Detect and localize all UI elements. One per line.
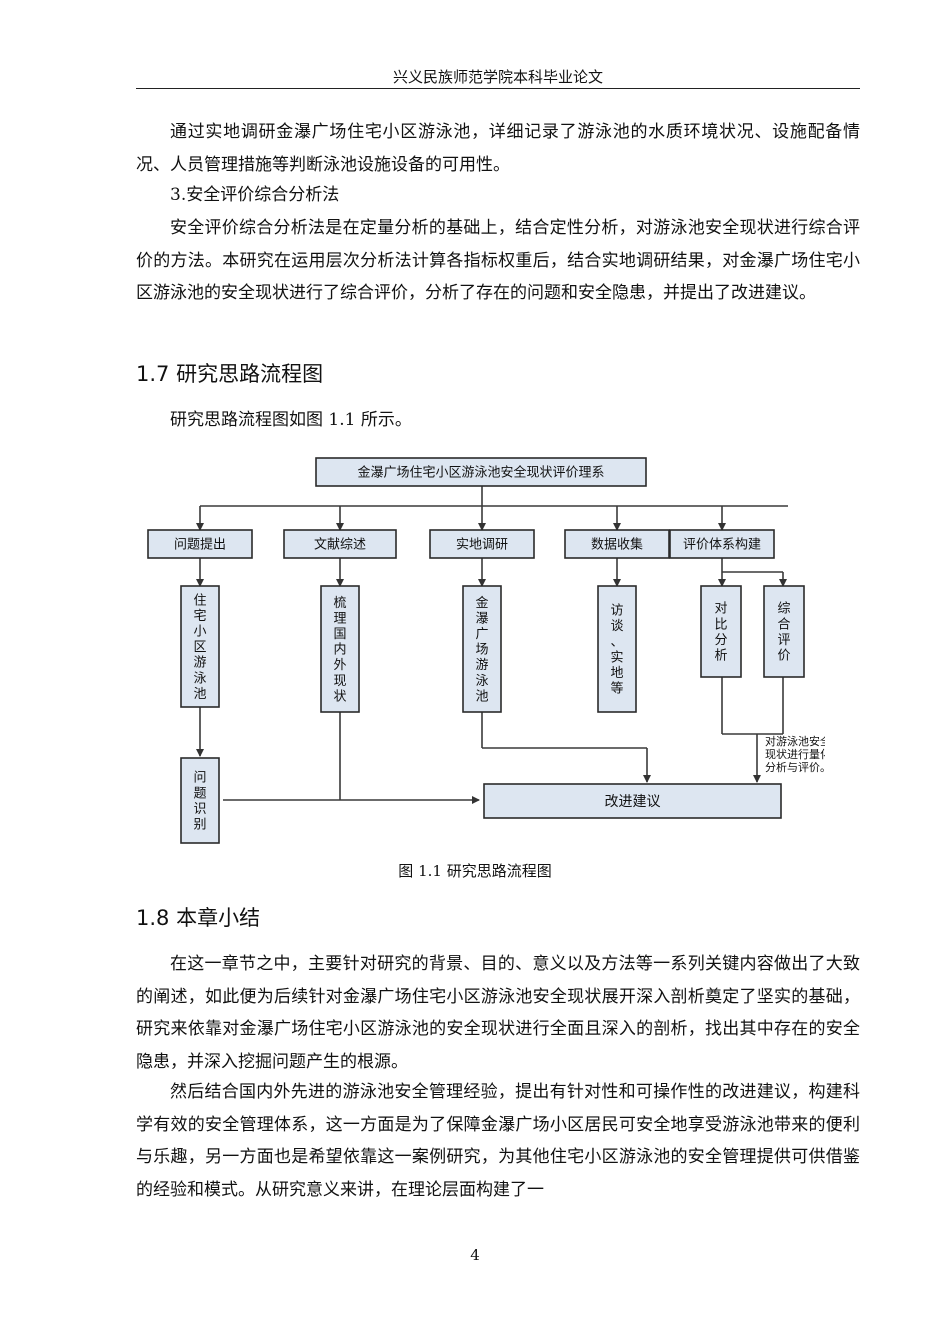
box-problem-label: 问题提出 [174, 537, 226, 553]
box-data-label: 数据收集 [591, 537, 643, 553]
box-literature-status: 梳理国内外现状 [320, 585, 360, 713]
box-identify-label: 问题识别 [193, 771, 206, 833]
box-problem: 问题提出 [147, 529, 253, 559]
box-jinpu-pool-label: 金瀑广场游泳池 [475, 595, 488, 705]
box-identify: 问题识别 [180, 757, 220, 844]
box-interview-label: 访谈、实地等 [610, 604, 623, 697]
paragraph-improvement-goals: 然后结合国内外先进的游泳池安全管理经验，提出有针对性和可操作性的改进建议，构建科… [136, 1082, 860, 1200]
box-survey: 实地调研 [429, 529, 535, 559]
box-comprehensive: 综合评价 [763, 585, 805, 678]
paragraph-site-survey: 通过实地调研金瀑广场住宅小区游泳池，详细记录了游泳池的水质环境状况、设施配备情况… [136, 122, 860, 175]
box-literature-label: 文献综述 [314, 538, 366, 553]
list-item-method-3: 3.安全评价综合分析法 [170, 185, 340, 205]
paragraph-figure-reference: 研究思路流程图如图 1.1 所示。 [170, 410, 412, 430]
box-improvement: 改进建议 [483, 783, 782, 819]
box-compare-label: 对比分析 [714, 602, 727, 664]
box-improvement-label: 改进建议 [605, 794, 661, 810]
box-system-label: 评价体系构建 [683, 538, 761, 553]
box-residential-pool-label: 住宅小区游泳池 [193, 593, 206, 702]
research-flowchart: 金瀑广场住宅小区游泳池安全现状评价理系问题提出 文献综述 实地调研 数据收集 评价体系构… [135, 452, 831, 852]
figure-caption: 图 1.1 研究思路流程图 [398, 862, 552, 880]
box-residential-pool: 住宅小区游泳池 [180, 585, 220, 708]
box-data: 数据收集 [564, 529, 670, 559]
section-heading-1-8: 1.8 本章小结 [136, 906, 261, 930]
box-system: 评价体系构建 [669, 529, 775, 559]
paragraph-chapter-summary: 在这一章节之中，主要针对研究的背景、目的、意义以及方法等一系列关键内容做出了大致… [136, 954, 860, 1072]
box-comprehensive-label: 综合评价 [777, 602, 790, 664]
top-box-label: 金瀑广场住宅小区游泳池安全现状评价理系 [357, 465, 604, 481]
running-header: 兴义民族师范学院本科毕业论文 [136, 66, 860, 89]
box-jinpu-pool: 金瀑广场游泳池 [462, 585, 502, 713]
box-literature-status-label: 梳理国内外现状 [333, 596, 346, 705]
section-heading-1-7: 1.7 研究思路流程图 [136, 362, 324, 386]
box-interview: 访谈、实地等 [597, 585, 637, 713]
top-box: 金瀑广场住宅小区游泳池安全现状评价理系 [315, 457, 647, 487]
page-number: 4 [470, 1246, 480, 1264]
box-survey-label: 实地调研 [456, 538, 508, 553]
box-literature: 文献综述 [283, 529, 397, 559]
paragraph-comprehensive-analysis: 安全评价综合分析法是在定量分析的基础上，结合定性分析，对游泳池安全现状进行综合评… [136, 218, 860, 303]
annotation-quantitative: 对游泳池安全现状进行量化分析与评价。 [765, 734, 825, 774]
box-compare: 对比分析 [700, 585, 742, 678]
